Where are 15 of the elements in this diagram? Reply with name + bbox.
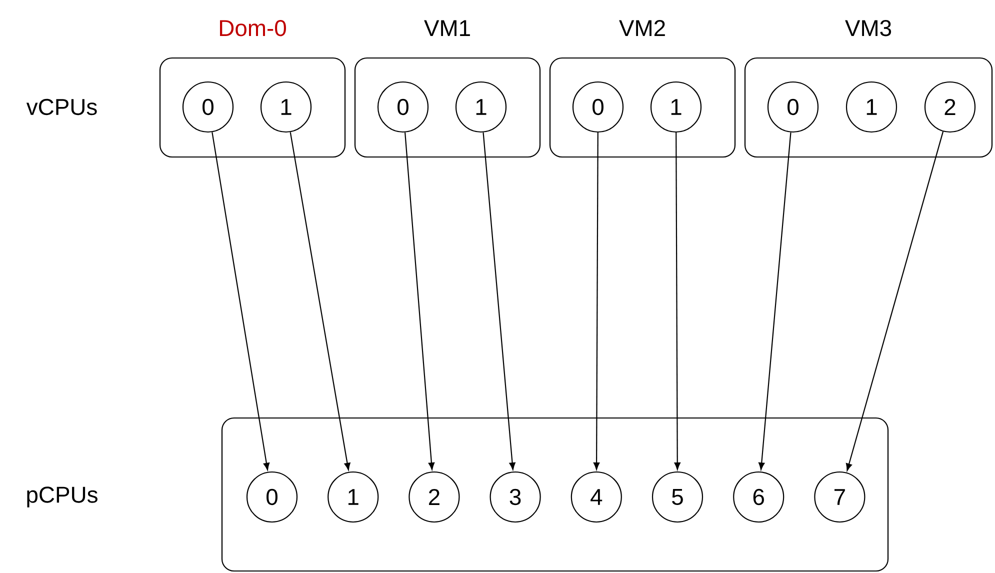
node-label: VM2 — [619, 20, 665, 36]
node-label: VM3 — [845, 20, 892, 36]
row-label: pCPUs — [27, 486, 98, 508]
arrow — [482, 132, 516, 470]
arrow — [290, 132, 350, 470]
arrow — [846, 131, 944, 471]
arrow — [593, 132, 600, 470]
cpu-box — [221, 417, 889, 572]
node-label: VM1 — [424, 20, 470, 36]
arrow — [758, 132, 792, 470]
arrow — [212, 132, 270, 470]
node-label: Dom-0 — [220, 20, 286, 36]
arrow — [404, 132, 435, 470]
arrow — [674, 132, 680, 470]
row-label: vCPUs — [26, 98, 97, 116]
